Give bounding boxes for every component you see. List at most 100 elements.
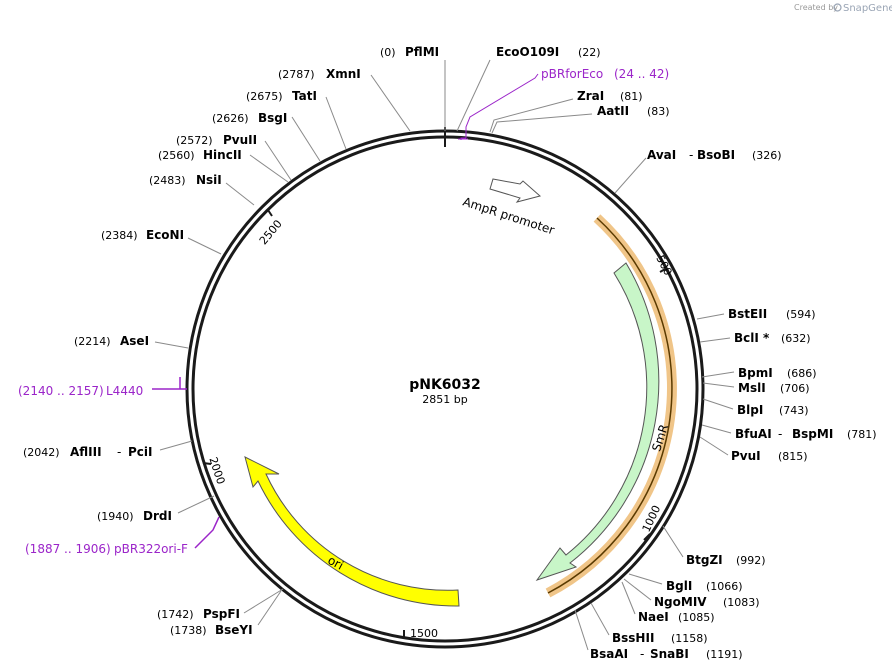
site-separator: - [640, 647, 644, 661]
restriction-site[interactable]: BsaAI-SnaBI (1191) [574, 609, 743, 661]
site-position: (326) [752, 149, 782, 162]
site-leader-line [291, 116, 321, 162]
restriction-site[interactable]: BclI *(632) [699, 331, 811, 345]
site-position: (1085) [678, 611, 715, 624]
site-position: (22) [578, 46, 601, 59]
restriction-site[interactable]: PspFI (1742) [157, 588, 284, 621]
site-position: (2572) [176, 134, 213, 147]
restriction-site[interactable]: EcoO109I (22) [456, 45, 601, 132]
restriction-site[interactable]: BtgZI (992) [662, 525, 766, 567]
site-name-secondary: PciI [128, 445, 153, 459]
ampr-promoter-label: AmpR promoter [461, 195, 556, 238]
primer-pbrforeco[interactable]: pBRforEco (24 .. 42) [458, 67, 669, 140]
site-position: (1738) [170, 624, 207, 637]
restriction-site[interactable]: BstEII(594) [696, 307, 816, 321]
restriction-site[interactable]: BsgI(2626) [212, 111, 321, 162]
tick-label-500: 500 [653, 253, 674, 278]
site-position: (1742) [157, 608, 194, 621]
restriction-site[interactable]: ZraI(81) [489, 89, 643, 133]
restriction-site[interactable]: AflIII-PciI(2042) [23, 440, 193, 459]
ampr-promoter-feature[interactable]: AmpR promoter [461, 178, 556, 238]
site-name: PspFI [203, 607, 240, 621]
site-position: (2787) [278, 68, 315, 81]
site-name: BsaAI [590, 647, 628, 661]
primer-pos: (24 .. 42) [614, 67, 669, 81]
tick-label-1500: 1500 [410, 627, 438, 640]
site-name: ZraI [577, 89, 604, 103]
site-leader-line [154, 341, 189, 349]
site-position: (83) [647, 105, 670, 118]
primer-name: L4440 [106, 384, 143, 398]
primer-name: pBR322ori-F [114, 542, 188, 556]
site-leader-line [489, 98, 574, 133]
site-leader-line [159, 440, 193, 451]
restriction-site[interactable]: MslI(706) [702, 381, 810, 395]
restriction-site[interactable]: PvuI(815) [699, 436, 808, 463]
plasmid-length: 2851 bp [422, 393, 467, 406]
primer-l4440[interactable]: (2140 .. 2157) L4440 [18, 377, 187, 398]
restriction-site[interactable]: HincII(2560) [158, 148, 289, 183]
site-leader-line [699, 337, 731, 343]
site-name: PflMI [405, 45, 439, 59]
site-name: BlpI [737, 403, 763, 417]
tick-label-2500: 2500 [257, 217, 285, 247]
restriction-site[interactable]: NsiI(2483) [149, 173, 255, 206]
site-name: BtgZI [686, 553, 723, 567]
restriction-site[interactable]: BfuAI-BspMI(781) [701, 424, 877, 441]
snapgene-logo-icon [833, 3, 842, 12]
restriction-site[interactable]: NaeI(1085) [621, 581, 715, 624]
restriction-site[interactable]: BpmI(686) [701, 366, 817, 380]
site-leader-line [225, 182, 255, 206]
site-name: AflIII [70, 445, 102, 459]
site-name: TatI [292, 89, 317, 103]
site-leader-line [621, 581, 636, 615]
site-leader-line [370, 74, 411, 132]
restriction-site[interactable]: BseYI(1738) [170, 590, 282, 637]
site-leader-line [574, 609, 589, 651]
primer-pbr322ori-f[interactable]: (1887 .. 1906) pBR322ori-F [25, 516, 220, 556]
site-position: (2042) [23, 446, 60, 459]
site-name: BstEII [728, 307, 767, 321]
site-position: (1083) [723, 596, 760, 609]
site-separator: - [689, 148, 693, 162]
site-name: EcoO109I [496, 45, 559, 59]
restriction-site[interactable]: EcoNI(2384) [101, 228, 222, 255]
site-position: (632) [781, 332, 811, 345]
primer-pos: (1887 .. 1906) [25, 542, 111, 556]
ori-feature[interactable]: ori [244, 456, 460, 607]
smr-highlight-line [547, 217, 673, 594]
restriction-site[interactable]: NgoMIV(1083) [623, 578, 760, 609]
site-leader-line [628, 573, 663, 585]
site-name: BfuAI [735, 427, 772, 441]
credit-prefix: Created by [794, 3, 838, 12]
site-position: (0) [380, 46, 396, 59]
site-position: (1191) [706, 648, 743, 661]
site-position: (686) [787, 367, 817, 380]
restriction-site[interactable]: AatII(83) [491, 104, 670, 134]
site-leader-line [249, 154, 289, 183]
restriction-site[interactable]: PvuII(2572) [176, 133, 292, 181]
restriction-site[interactable]: BglI(1066) [628, 573, 743, 593]
restriction-site[interactable]: AvaI-BsoBI(326) [614, 148, 782, 194]
restriction-site[interactable]: DrdI(1940) [97, 495, 215, 523]
restriction-site[interactable]: TatI (2675) [246, 89, 347, 150]
site-name-secondary: SnaBI [650, 647, 689, 661]
site-name: EcoNI [146, 228, 184, 242]
restriction-site[interactable]: BlpI(743) [702, 398, 809, 417]
site-name: NsiI [196, 173, 222, 187]
site-name: AvaI [647, 148, 676, 162]
restriction-site[interactable]: PflMI (0) [380, 45, 446, 131]
restriction-site[interactable]: BssHII(1158) [590, 602, 708, 645]
site-position: (992) [736, 554, 766, 567]
site-leader-line [177, 495, 215, 514]
site-name: HincII [203, 148, 242, 162]
site-leader-line [662, 525, 684, 558]
site-separator: - [778, 427, 782, 441]
site-position: (2675) [246, 90, 283, 103]
restriction-site[interactable]: XmnI(2787) [278, 67, 411, 132]
site-name: PvuI [731, 449, 761, 463]
site-position: (2214) [74, 335, 111, 348]
restriction-site[interactable]: AseI(2214) [74, 334, 189, 349]
site-leader-line [257, 590, 282, 626]
